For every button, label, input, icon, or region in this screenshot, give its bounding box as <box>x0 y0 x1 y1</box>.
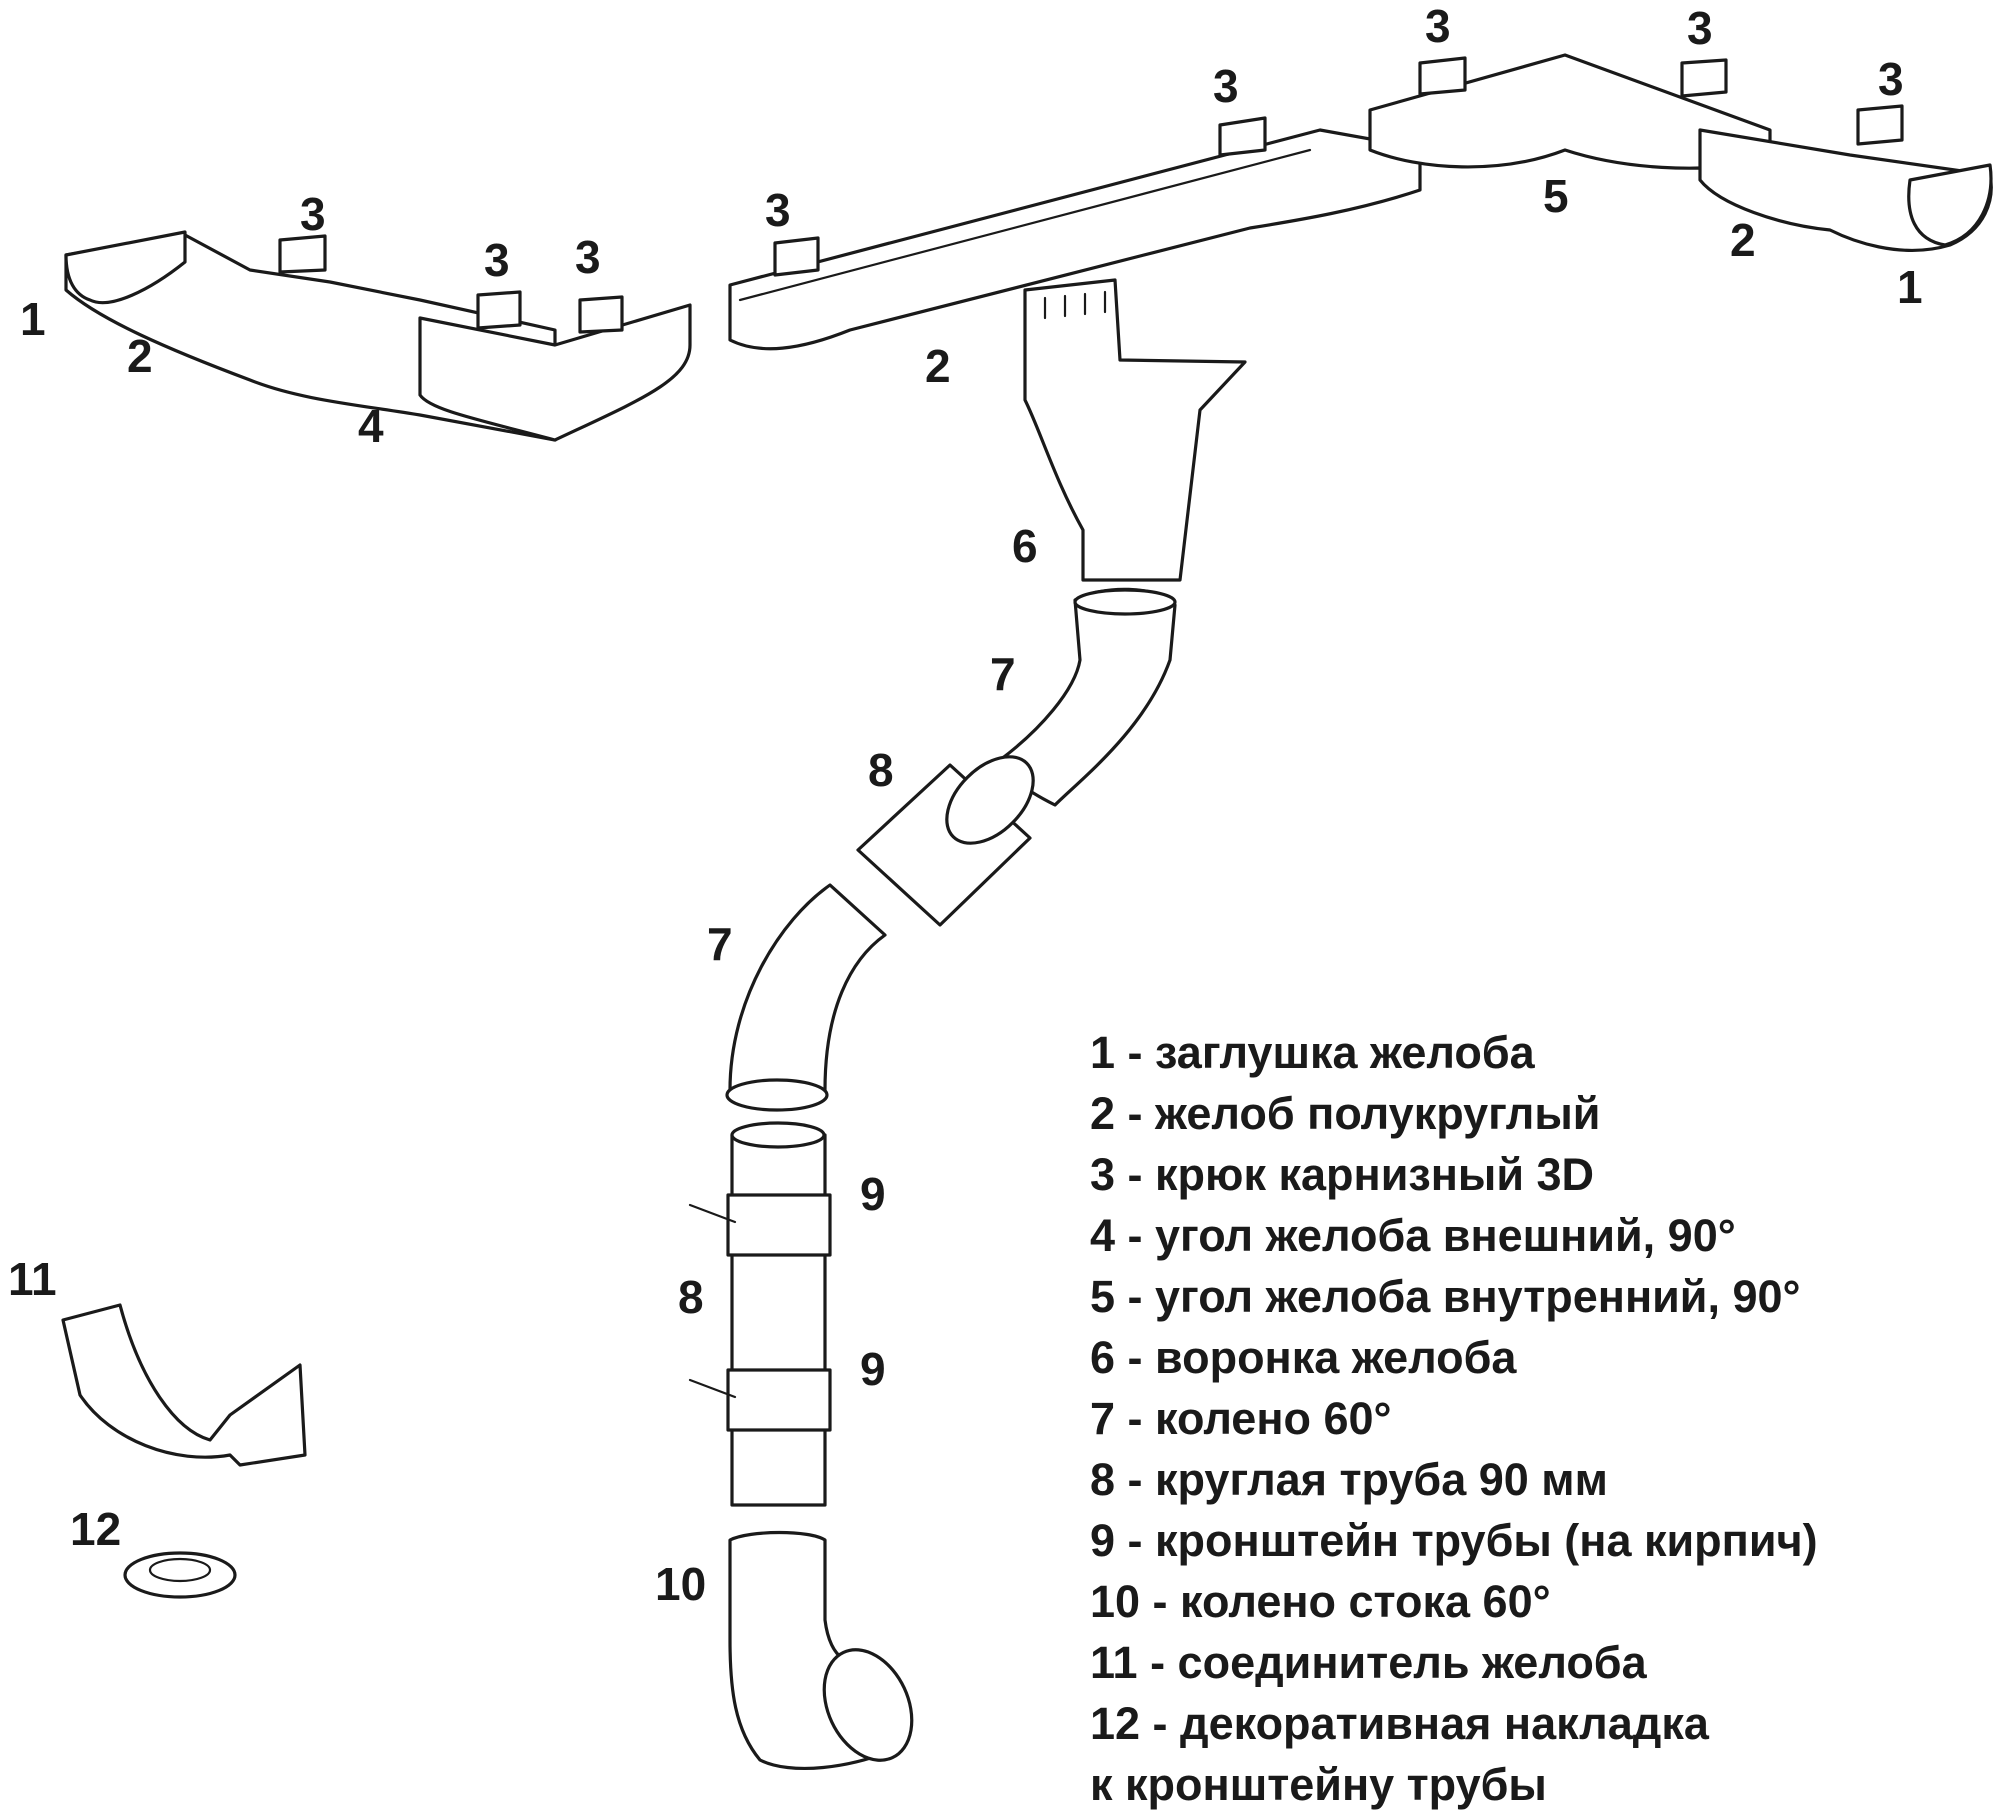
gutter-connector <box>61 1303 307 1467</box>
bracket-screws <box>688 1203 737 1399</box>
legend-item-6: 6 - воронка желоба <box>1090 1332 1517 1383</box>
legend-item-12-cont: к кронштейну трубы <box>1090 1759 1547 1810</box>
legend-item-12: 12 - декоративная накладка <box>1090 1698 1709 1749</box>
pipe-long-top <box>730 1121 826 1149</box>
callout-8-upper: 8 <box>868 744 894 796</box>
legend-item-1: 1 - заглушка желоба <box>1090 1027 1535 1078</box>
callout-2-left: 2 <box>127 330 153 382</box>
elbow-upper-mouth <box>1073 588 1177 616</box>
callout-3-e: 3 <box>1213 60 1239 112</box>
callout-2-mid: 2 <box>925 340 951 392</box>
callout-6: 6 <box>1012 520 1038 572</box>
pipe-short-end <box>945 755 1035 845</box>
legend-item-11: 11 - соединитель желоба <box>1090 1637 1647 1688</box>
hook-3h <box>1856 104 1904 146</box>
callout-12: 12 <box>70 1503 121 1555</box>
pipe-long <box>730 1133 827 1507</box>
gutter-run <box>64 53 1993 442</box>
hook-3f <box>1418 56 1467 96</box>
callout-4: 4 <box>358 400 384 452</box>
callout-2-right: 2 <box>1730 214 1756 266</box>
outer-corner <box>418 303 692 442</box>
end-cap-left <box>64 230 187 305</box>
legend-item-4: 4 - угол желоба внешний, 90° <box>1090 1210 1736 1261</box>
legend: 1 - заглушка желоба 2 - желоб полукруглы… <box>1090 1022 1990 1815</box>
pipe-bracket-lower <box>726 1368 832 1432</box>
hook-3e <box>1218 116 1267 157</box>
legend-item-9: 9 - кронштейн трубы (на кирпич) <box>1090 1515 1818 1566</box>
callout-3-a: 3 <box>300 188 326 240</box>
callout-3-f: 3 <box>1425 0 1451 52</box>
callout-3-d: 3 <box>765 184 791 236</box>
decorative-cover-inner <box>148 1557 212 1583</box>
hook-3d <box>773 236 820 277</box>
end-cap-right <box>1907 163 1993 247</box>
callout-5: 5 <box>1543 170 1569 222</box>
callout-8-lower: 8 <box>678 1271 704 1323</box>
callout-3-b: 3 <box>484 234 510 286</box>
decorative-cover <box>123 1551 237 1599</box>
callout-11: 11 <box>8 1253 57 1305</box>
funnel-slots <box>1043 290 1107 320</box>
hook-3a <box>278 234 327 274</box>
elbow-lower-bottom <box>725 1078 829 1112</box>
callout-7-lower: 7 <box>707 918 733 970</box>
hook-3c <box>578 295 624 334</box>
callout-9-upper: 9 <box>860 1168 886 1220</box>
legend-item-7: 7 - колено 60° <box>1090 1393 1392 1444</box>
legend-item-2: 2 - желоб полукруглый <box>1090 1088 1601 1139</box>
callout-10: 10 <box>655 1558 706 1610</box>
elbow-lower <box>728 883 887 1092</box>
callout-1-left: 1 <box>20 293 46 345</box>
callout-7-upper: 7 <box>990 648 1016 700</box>
hook-3b <box>476 290 522 330</box>
outlet-elbow-mouth <box>822 1648 914 1762</box>
legend-item-5: 5 - угол желоба внутренний, 90° <box>1090 1271 1801 1322</box>
gutter-section-long <box>728 128 1422 351</box>
legend-item-3: 3 - крюк карнизный 3D <box>1090 1149 1595 1200</box>
callout-3-h: 3 <box>1878 53 1904 105</box>
funnel <box>1023 278 1247 582</box>
callout-9-lower: 9 <box>860 1343 886 1395</box>
hook-3g <box>1680 58 1728 98</box>
callout-1-right: 1 <box>1897 261 1923 313</box>
legend-item-10: 10 - колено стока 60° <box>1090 1576 1551 1627</box>
callout-3-c: 3 <box>575 231 601 283</box>
callout-3-g: 3 <box>1687 2 1713 54</box>
gutter-lip-long <box>738 148 1312 302</box>
legend-item-8: 8 - круглая труба 90 мм <box>1090 1454 1608 1505</box>
pipe-bracket-upper <box>726 1193 832 1257</box>
